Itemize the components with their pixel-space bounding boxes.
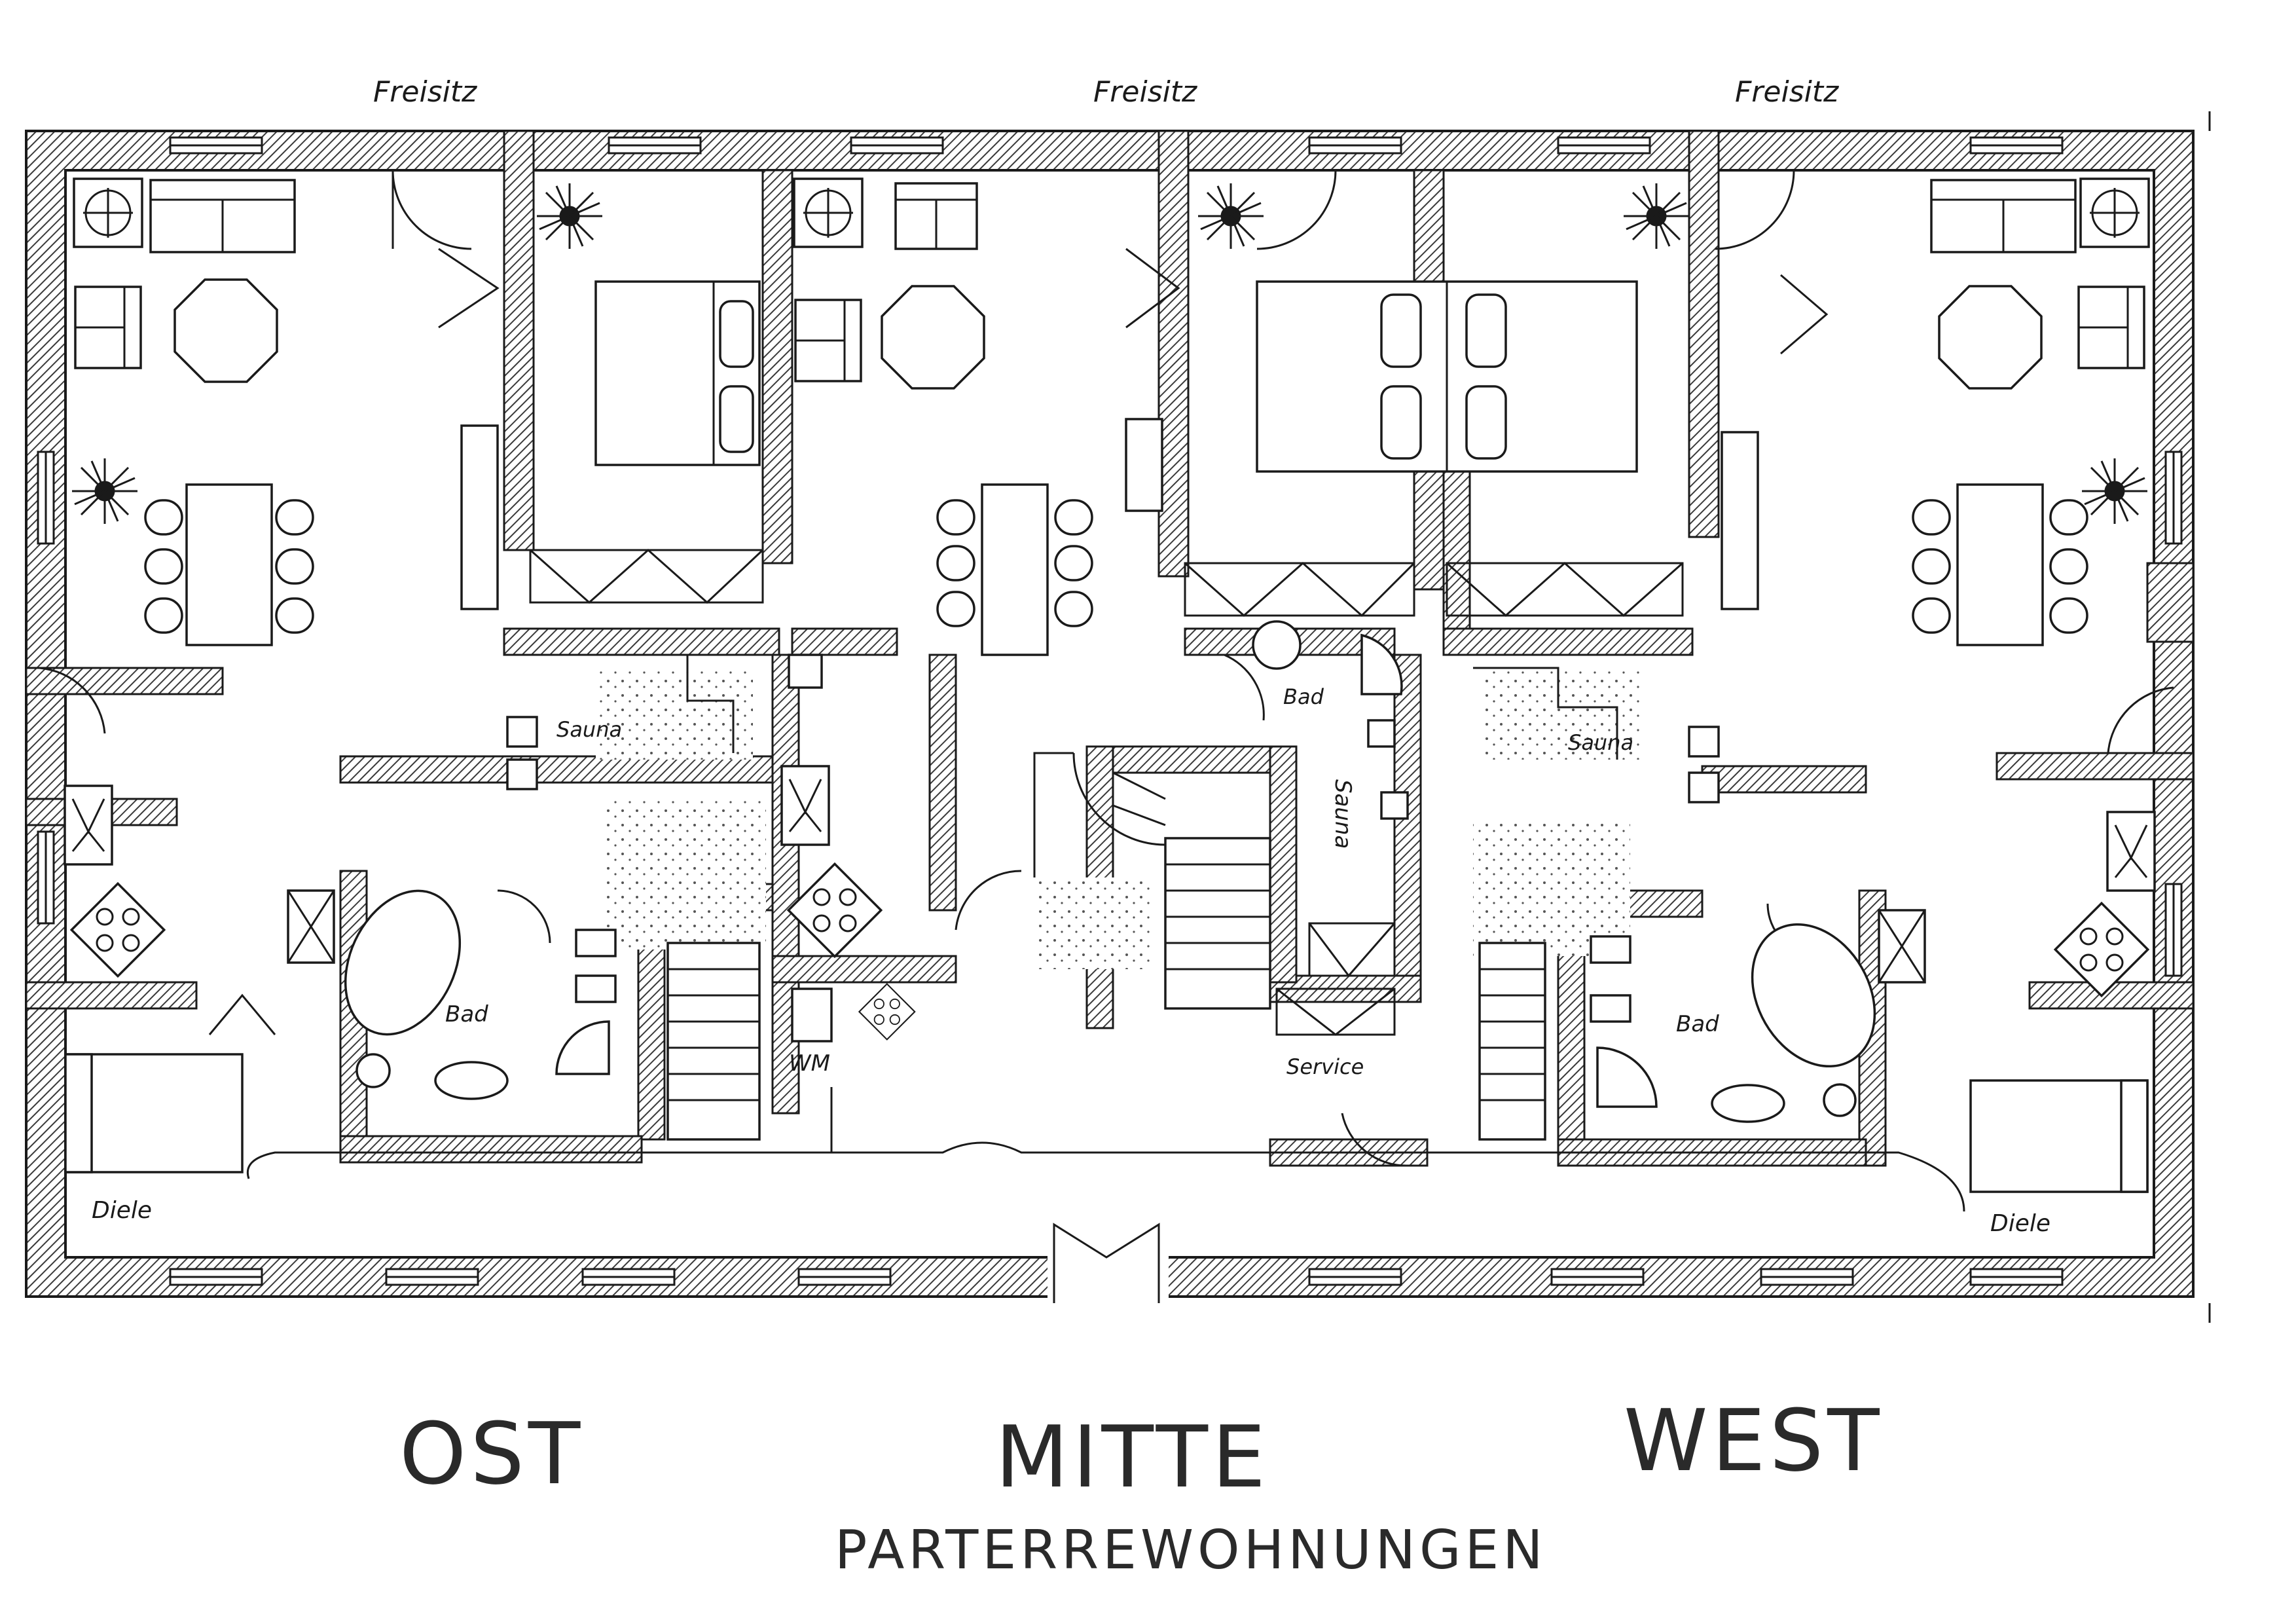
outer-walls: [25, 130, 2195, 1298]
bad-label-mitte: Bad: [1283, 684, 1324, 709]
wm-label: WM: [789, 1050, 830, 1077]
bad-label-ost: Bad: [445, 1001, 488, 1027]
unit-label-mitte: MITTE: [995, 1407, 1269, 1507]
service-label: Service: [1286, 1054, 1364, 1079]
diele-label-ost: Diele: [92, 1197, 152, 1224]
corridor: [247, 1141, 1965, 1212]
sauna-label-mitte: Sauna: [1330, 779, 1356, 849]
unit-label-ost: OST: [399, 1404, 584, 1504]
freisitz-label-left: Freisitz: [373, 75, 477, 109]
furniture-ost: [64, 177, 766, 1173]
unit-labels: OST MITTE WEST PARTERREWOHNUNGEN: [399, 1391, 1884, 1581]
plan-caption: PARTERREWOHNUNGEN: [835, 1519, 1547, 1581]
bad-label-west: Bad: [1676, 1011, 1719, 1037]
main-entrance: [1048, 1218, 1169, 1303]
freisitz-label-right: Freisitz: [1735, 75, 1839, 109]
sauna-label-ost: Sauna: [556, 717, 622, 742]
diele-label-west: Diele: [1990, 1210, 2050, 1237]
sauna-label-west: Sauna: [1568, 730, 1633, 755]
furniture-mitte: [780, 177, 1684, 1043]
room-labels: Freisitz Freisitz Freisitz Sauna Bad WM …: [92, 75, 2050, 1237]
freisitz-label-center: Freisitz: [1093, 75, 1197, 109]
unit-label-west: WEST: [1624, 1391, 1884, 1490]
furniture-west: [1473, 177, 2156, 1193]
